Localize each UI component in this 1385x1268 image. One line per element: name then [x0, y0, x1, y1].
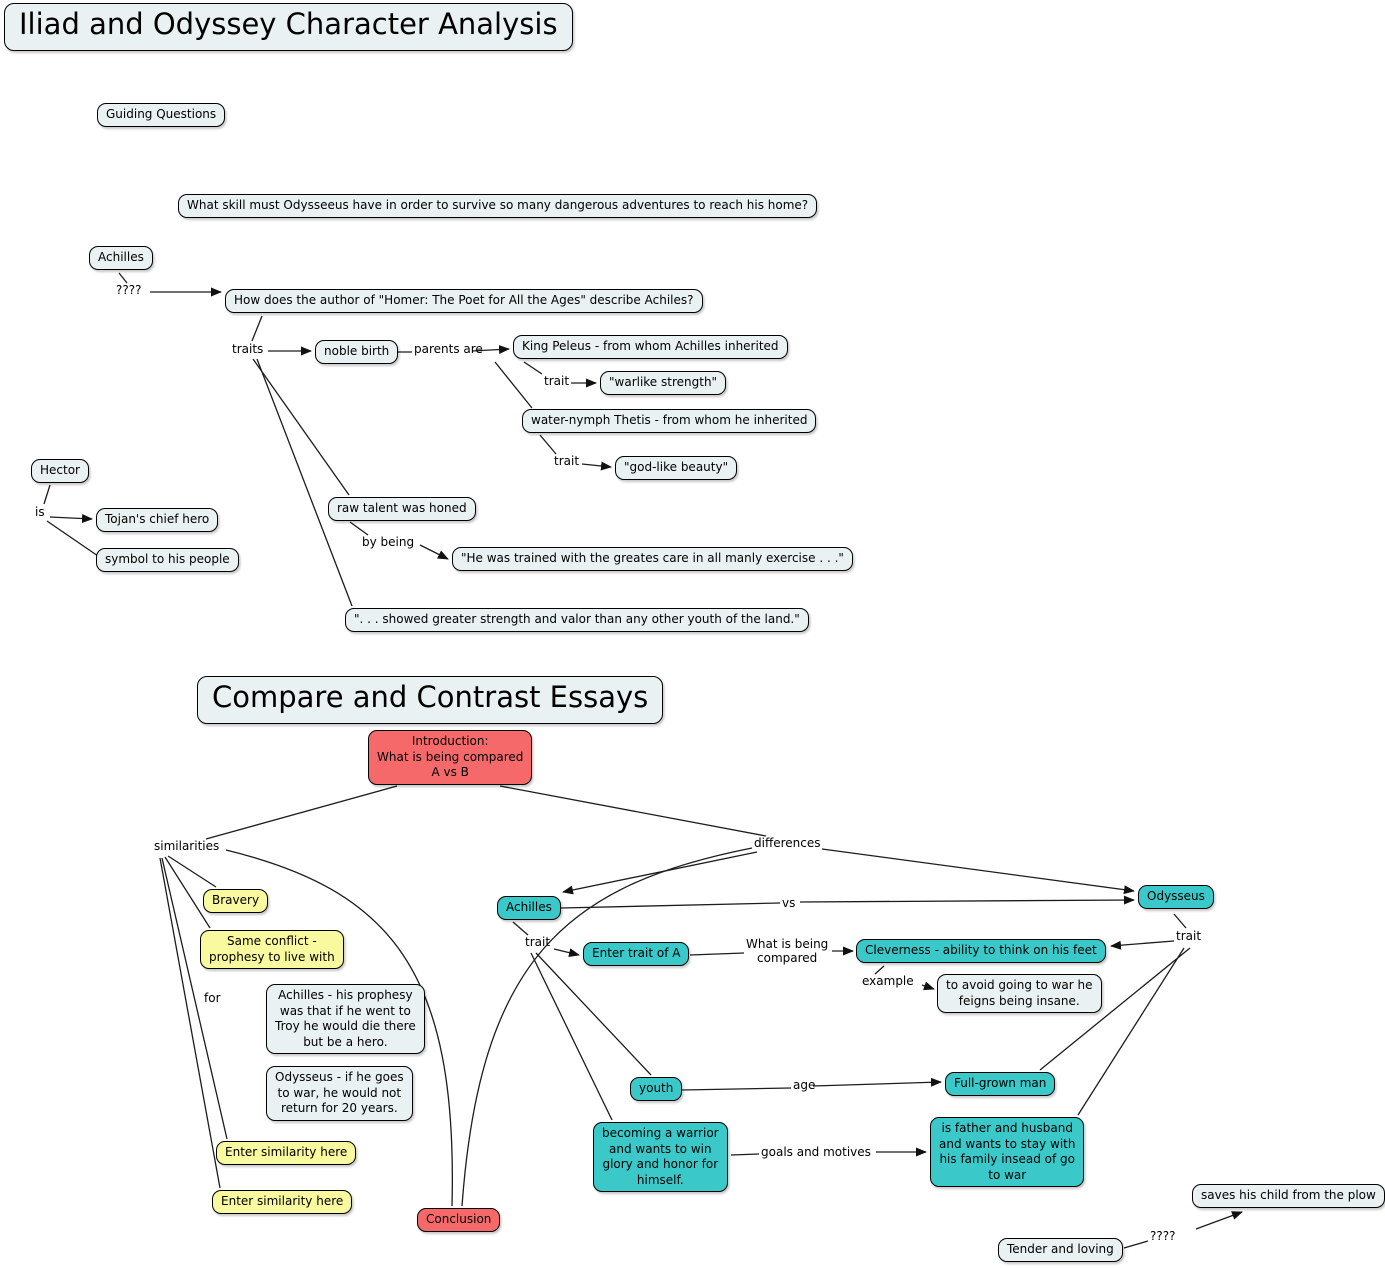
link-trait-peleus[interactable]: trait: [544, 374, 570, 388]
node-avoid-war-insane[interactable]: to avoid going to war he feigns being in…: [937, 974, 1102, 1014]
node-symbol-to-people[interactable]: symbol to his people: [96, 548, 239, 572]
link-is[interactable]: is: [35, 505, 45, 519]
node-father-husband[interactable]: is father and husband and wants to stay …: [930, 1117, 1085, 1188]
connector-link-is-to-node-trojan-chief-hero: [49, 514, 93, 524]
title-iliad-odyssey[interactable]: Iliad and Odyssey Character Analysis: [4, 3, 573, 51]
connector-link-trait-achilles-to-node-youth: [535, 952, 652, 1076]
connector-link-traits-to-node-showed-greater-strength: [256, 358, 353, 607]
node-king-peleus[interactable]: King Peleus - from whom Achilles inherit…: [513, 335, 788, 359]
node-noble-birth[interactable]: noble birth: [315, 340, 399, 364]
connector-node-question-homer-describe-to-link-traits: [251, 315, 263, 342]
link-age[interactable]: age: [793, 1078, 816, 1092]
node-question-odysseus-skill[interactable]: What skill must Odysseeus have in order …: [178, 194, 818, 218]
link-trait-odysseus[interactable]: trait: [1176, 929, 1202, 943]
connector-link-parents-are-to-node-water-nymph-thetis: [494, 361, 533, 409]
link-trait-thetis[interactable]: trait: [554, 454, 580, 468]
connector-node-achilles-compare-to-link-trait-achilles: [512, 921, 529, 936]
connector-node-achilles-compare-to-link-vs: [560, 902, 781, 909]
title-compare-contrast[interactable]: Compare and Contrast Essays: [197, 676, 664, 724]
node-conclusion[interactable]: Conclusion: [417, 1208, 501, 1232]
node-becoming-warrior[interactable]: becoming a warrior and wants to win glor…: [593, 1122, 728, 1193]
link-vs[interactable]: vs: [782, 896, 796, 910]
connector-node-hector-to-link-is: [43, 484, 51, 505]
connector-link-age-to-node-full-grown-man: [812, 1077, 942, 1087]
connector-link-trait-achilles-to-node-becoming-warrior: [530, 952, 613, 1121]
link-example[interactable]: example: [862, 974, 914, 988]
node-enter-similarity-1[interactable]: Enter similarity here: [216, 1141, 357, 1165]
node-showed-greater-strength[interactable]: ". . . showed greater strength and valor…: [345, 608, 809, 632]
link-similarities[interactable]: similarities: [154, 839, 220, 853]
node-introduction[interactable]: Introduction: What is being compared A v…: [368, 730, 533, 785]
connector-link-traits-to-node-raw-talent: [252, 358, 350, 496]
connector-link-trait-achilles-to-node-enter-trait-a: [553, 948, 580, 958]
node-bravery[interactable]: Bravery: [203, 889, 269, 913]
connector-node-tender-loving-to-link-question-marks-2: [1123, 1240, 1149, 1249]
node-cleverness[interactable]: Cleverness - ability to think on his fee…: [856, 939, 1106, 963]
connector-node-achilles-to-link-question-marks-1: [118, 272, 128, 284]
node-water-nymph-thetis[interactable]: water-nymph Thetis - from whom he inheri…: [522, 409, 817, 433]
node-achilles-compare[interactable]: Achilles: [497, 896, 561, 920]
link-trait-achilles[interactable]: trait: [525, 935, 551, 949]
node-guiding-questions[interactable]: Guiding Questions: [97, 103, 226, 127]
connector-link-differences-to-node-odysseus-compare: [821, 848, 1135, 895]
connector-node-raw-talent-to-link-by-being: [349, 521, 369, 536]
link-by-being[interactable]: by being: [362, 535, 415, 549]
node-enter-similarity-2[interactable]: Enter similarity here: [212, 1190, 353, 1214]
connector-node-becoming-warrior-to-link-goals-motives: [730, 1153, 760, 1156]
connector-node-youth-to-link-age: [681, 1087, 792, 1091]
link-parents-are[interactable]: parents are: [414, 342, 483, 356]
node-trojan-chief-hero[interactable]: Tojan's chief hero: [96, 508, 219, 532]
node-odysseus-compare[interactable]: Odysseus: [1138, 885, 1214, 909]
connector-node-introduction-to-link-similarities: [205, 785, 398, 840]
node-odysseus-war[interactable]: Odysseus - if he goes to war, he would n…: [266, 1066, 413, 1121]
connector-node-introduction-to-link-differences: [499, 785, 767, 837]
node-achilles[interactable]: Achilles: [89, 246, 153, 270]
node-saves-child[interactable]: saves his child from the plow: [1192, 1184, 1385, 1208]
node-same-conflict[interactable]: Same conflict - prophesy to live with: [200, 930, 344, 970]
node-he-was-trained[interactable]: "He was trained with the greates care in…: [452, 547, 853, 571]
link-what-is-being-compared[interactable]: What is being compared: [746, 937, 829, 965]
connector-node-king-peleus-to-link-trait-peleus: [523, 361, 543, 375]
node-full-grown-man[interactable]: Full-grown man: [945, 1072, 1056, 1096]
connector-link-example-to-node-avoid-war-insane: [921, 981, 935, 991]
connector-link-differences-to-node-achilles-compare: [562, 851, 758, 895]
node-warlike-strength[interactable]: "warlike strength": [600, 371, 727, 395]
link-differences[interactable]: differences: [754, 836, 821, 850]
link-for[interactable]: for: [204, 991, 221, 1005]
node-enter-trait-a[interactable]: Enter trait of A: [583, 942, 690, 966]
link-goals-motives[interactable]: goals and motives: [761, 1145, 871, 1159]
connector-link-by-being-to-node-he-was-trained: [419, 544, 449, 560]
connector-link-similarities-to-node-bravery: [167, 855, 217, 888]
node-hector[interactable]: Hector: [31, 459, 89, 483]
connector-link-is-to-node-symbol-to-people: [46, 520, 99, 557]
connector-link-trait-odysseus-to-node-cleverness: [1110, 940, 1175, 950]
connector-link-trait-thetis-to-node-god-like-beauty: [581, 461, 612, 471]
connector-node-enter-trait-a-to-link-what-is-being-compared: [689, 952, 745, 956]
link-question-marks-1[interactable]: ????: [116, 283, 142, 297]
connector-link-vs-to-node-odysseus-compare: [799, 895, 1135, 905]
node-achilles-prophesy[interactable]: Achilles - his prophesy was that if he w…: [266, 984, 425, 1055]
connector-link-question-marks-2-to-node-saves-child: [1195, 1211, 1243, 1230]
connector-node-odysseus-compare-to-link-trait-odysseus: [1173, 913, 1187, 929]
link-traits[interactable]: traits: [232, 342, 264, 356]
node-tender-loving[interactable]: Tender and loving: [998, 1238, 1123, 1262]
connector-node-cleverness-to-link-example: [874, 965, 885, 975]
link-question-marks-2[interactable]: ????: [1150, 1229, 1176, 1243]
node-god-like-beauty[interactable]: "god-like beauty": [615, 456, 738, 480]
connector-node-water-nymph-thetis-to-link-trait-thetis: [539, 434, 557, 455]
node-question-homer-describe[interactable]: How does the author of "Homer: The Poet …: [225, 289, 703, 313]
node-raw-talent[interactable]: raw talent was honed: [328, 497, 476, 521]
node-youth[interactable]: youth: [630, 1077, 683, 1101]
